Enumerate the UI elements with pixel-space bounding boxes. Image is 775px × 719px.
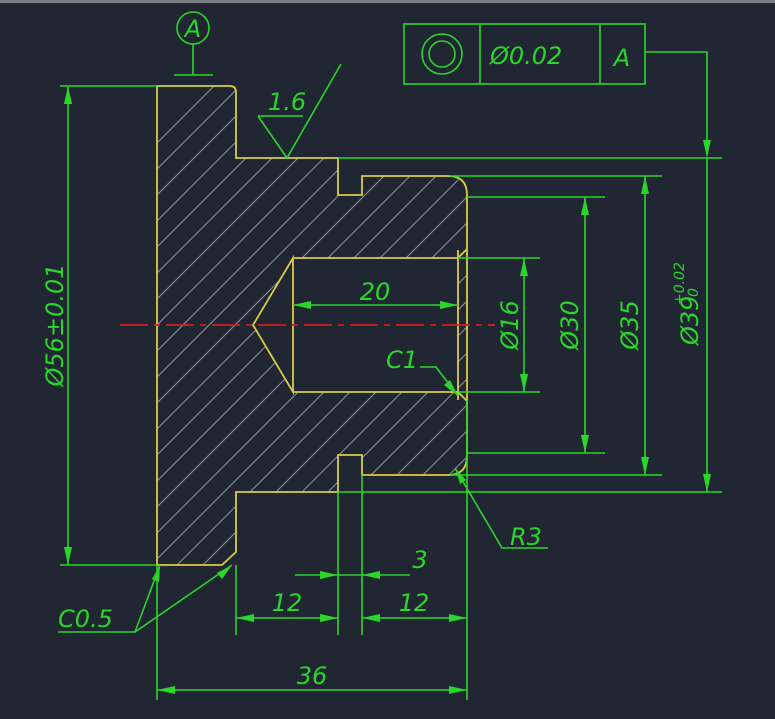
arrowhead: [581, 435, 589, 453]
arrowhead: [293, 301, 311, 309]
arrowhead: [455, 468, 466, 484]
arrowhead: [362, 571, 380, 579]
arrowhead: [440, 301, 458, 309]
datum-reference: A: [612, 44, 630, 72]
dim-chamfer-outer: C0.5: [58, 605, 113, 633]
arrowhead: [641, 176, 649, 194]
dim-total-length: 36: [297, 662, 328, 690]
arrowhead: [641, 457, 649, 475]
arrowhead: [444, 380, 458, 396]
roughness-value: 1.6: [268, 88, 306, 116]
dim-fillet: R3: [510, 523, 542, 551]
dim-d39: Ø39: [676, 296, 704, 346]
arrowhead: [703, 474, 711, 492]
arrowhead: [64, 547, 72, 565]
hatch-line: [157, 86, 377, 565]
dim-left-length: 12: [272, 589, 303, 617]
hatch-line: [740, 80, 775, 600]
arrowhead: [320, 571, 338, 579]
arrowhead: [320, 614, 338, 622]
dim-d39-group: Ø39 +0.02 0: [672, 262, 704, 346]
hatch-line: [157, 86, 325, 565]
arrowhead: [520, 374, 528, 392]
tolerance-value: Ø0.02: [489, 42, 562, 70]
dimension-lines: [58, 85, 722, 700]
datum-a-symbol: A: [174, 11, 213, 76]
arrowhead: [581, 197, 589, 215]
dim-bore-diameter: Ø16: [496, 300, 524, 350]
arrowhead: [152, 565, 160, 582]
dim-chamfer-bore: C1: [386, 346, 418, 374]
hatch-line: [714, 80, 775, 600]
dim-d39-upper-tol: +0.02: [672, 262, 688, 305]
hatch-line: [157, 86, 351, 565]
concentricity-icon: [421, 33, 463, 75]
dim-outer-diameter: Ø56±0.01: [41, 264, 69, 388]
part-outline[interactable]: [156, 85, 468, 566]
arrowhead: [520, 258, 528, 276]
arrowhead: [449, 686, 467, 694]
feature-control-frame[interactable]: Ø0.02 A: [403, 23, 711, 158]
dim-right-length: 12: [399, 589, 430, 617]
arrowhead: [236, 614, 254, 622]
arrowhead: [157, 686, 175, 694]
arrowhead: [449, 614, 467, 622]
arrowhead: [64, 86, 72, 104]
surface-roughness-symbol: 1.6: [257, 63, 342, 160]
dim-groove-width: 3: [412, 546, 427, 574]
arrowhead: [362, 614, 380, 622]
hatch-line: [157, 86, 221, 565]
arrowhead: [217, 565, 232, 579]
hatch-line: [157, 86, 299, 565]
hatch-line: [766, 80, 775, 600]
datum-label: A: [183, 15, 201, 43]
dim-d30: Ø30: [556, 300, 584, 350]
hatch-line: [157, 86, 247, 565]
dim-d39-lower-tol: 0: [686, 288, 702, 297]
hatch-line: [157, 86, 403, 565]
dimension-arrows: [64, 86, 711, 694]
hatch-line: [157, 86, 273, 565]
dim-d35: Ø35: [616, 300, 644, 350]
dim-bore-depth: 20: [360, 278, 391, 306]
